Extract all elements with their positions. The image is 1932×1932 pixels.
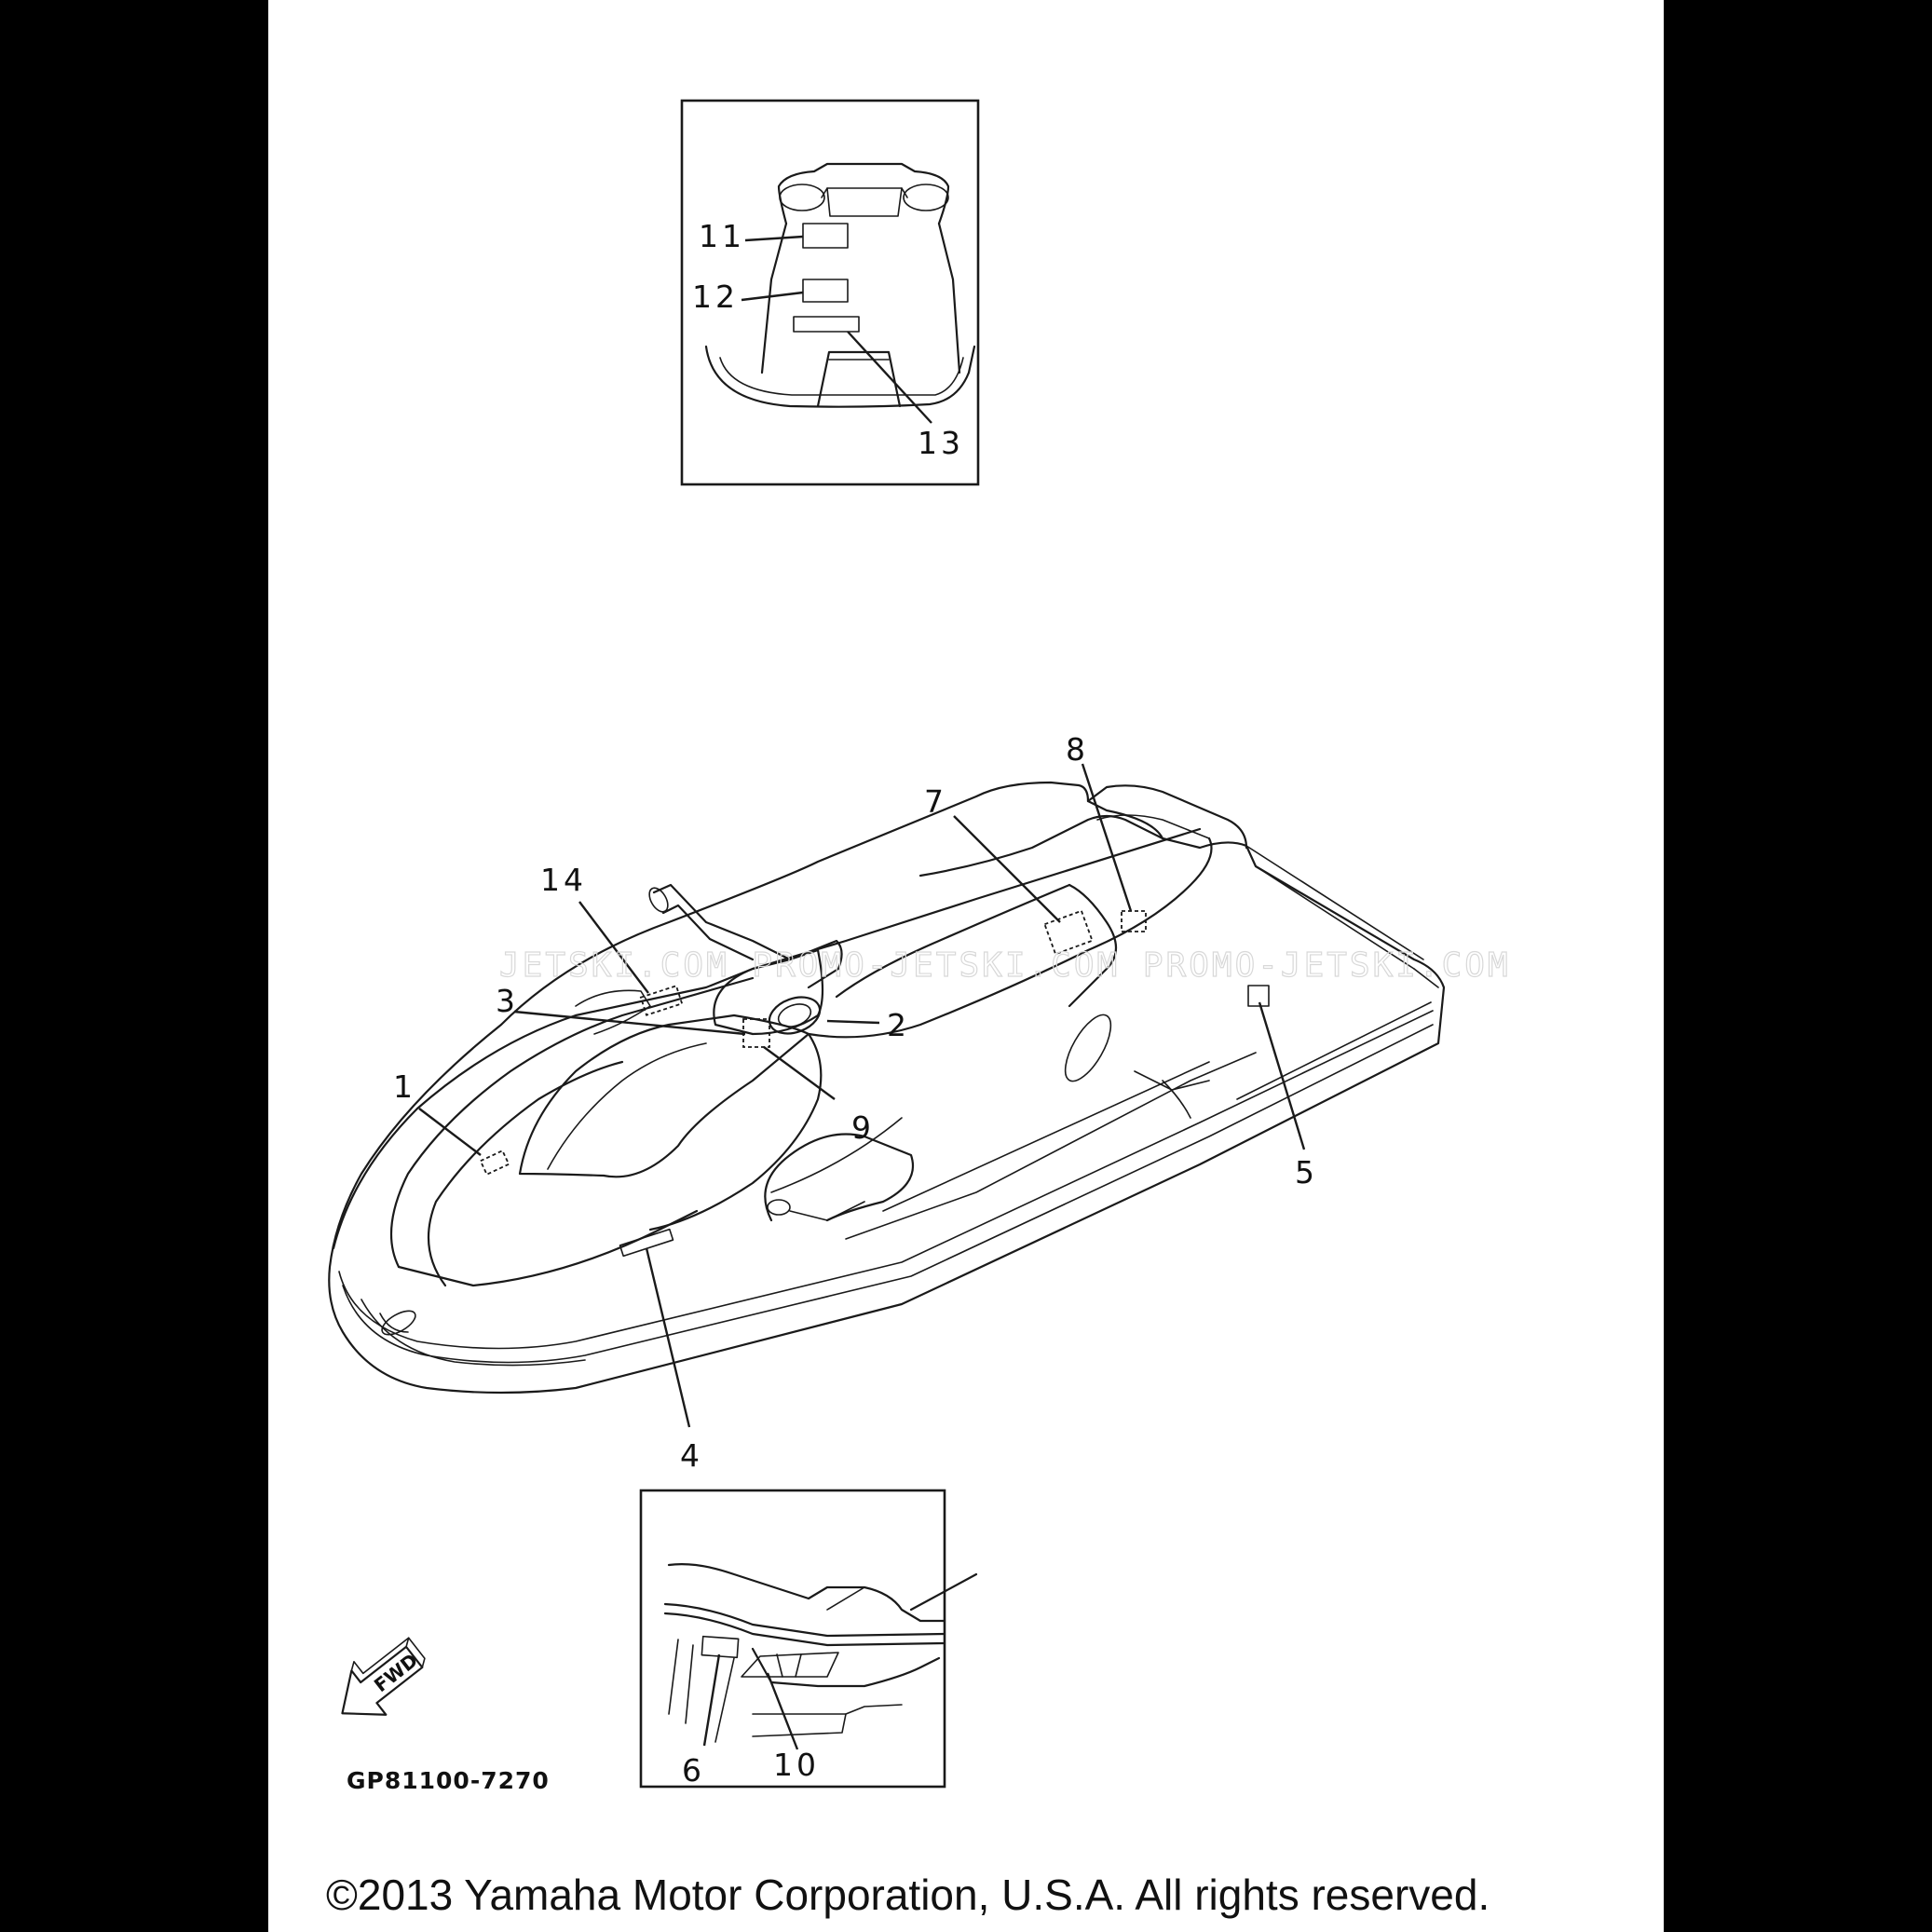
leader-13 [847,331,932,424]
gunwale-line-1 [342,1024,1434,1364]
leader-14 [578,901,649,994]
steering-console [713,948,824,1036]
watercraft-main-view: 1 2 3 4 5 7 8 9 14 JETSKI.COM PROMO-JETS… [328,731,1511,1474]
leader-9 [763,1046,836,1100]
label-1-patch [479,1150,510,1176]
callout-8: 8 [1066,731,1089,768]
stern-deck-line-2 [663,1612,946,1647]
leader-4 [645,1247,691,1428]
rear-stern-inner [719,357,964,396]
handlebar-left [652,883,792,961]
callout-9: 9 [851,1109,875,1146]
label-7-patch [1043,909,1094,956]
leader-11 [744,235,804,242]
leader-3 [513,1010,746,1036]
watermark: JETSKI.COM PROMO-JETSKI.COM PROMO-JETSKI… [499,946,1511,985]
label-5-patch [1247,985,1270,1007]
seat-base [807,837,1213,1039]
inset-rear-view: 11 12 13 [680,99,980,486]
label-13-patch [793,316,860,333]
leader-10 [766,1672,799,1750]
rear-step [816,350,902,408]
label-11-patch [802,223,849,249]
rear-grip-left [779,184,825,211]
hood-side [648,1032,823,1231]
gunwale-line-2 [338,1010,1434,1350]
diagram-sheet: 11 12 13 [268,0,1664,1932]
label-12-patch [802,279,849,303]
bow-panel-inner [427,1060,624,1287]
label-8-patch [1121,910,1147,932]
label-4-patch [619,1228,674,1258]
exploded-diagram: 11 12 13 [326,99,1511,1919]
seat-side [1068,883,1118,1008]
part-number: GP81100-7270 [347,1767,550,1794]
rear-deck-left-edge [760,222,788,374]
handlebar-right [788,939,843,989]
footwell-front [764,1133,915,1222]
seat-top [918,814,1164,878]
leader-8 [1081,763,1133,912]
fuel-cap [768,996,822,1035]
inset-stern-side-view: 6 10 [639,1489,978,1789]
callout-12: 12 [692,279,739,315]
leader-1 [418,1108,482,1156]
bow-eye [381,1310,416,1336]
callout-13: 13 [918,425,964,461]
copyright-notice: ©2013 Yamaha Motor Corporation, U.S.A. A… [326,1871,1490,1919]
mirror-left [575,989,651,1035]
leader-5 [1258,1001,1306,1150]
label-10-patch [741,1652,839,1678]
inset-rear-frame [680,99,980,486]
stern-seat-top [667,1563,946,1623]
rear-deck-right-edge [937,222,961,374]
grip-left [648,887,669,913]
bow-panel-outer [389,976,755,1269]
callout-3: 3 [496,983,519,1019]
forward-direction-indicator: FWD GP81100-7270 [341,1637,550,1794]
stern-hull-line [751,1647,941,1688]
callout-7: 7 [924,783,947,820]
leader-7 [953,815,1061,923]
hull-outline [328,781,1446,1395]
leader-12 [741,291,804,302]
label-14-patch [639,985,684,1016]
callout-14: 14 [540,862,587,898]
callout-10: 10 [773,1747,820,1783]
stern-deck-line-1 [663,1602,946,1638]
leader-2 [826,1019,880,1025]
rear-grip-right [903,184,949,211]
fwd-arrow-icon: FWD [341,1637,426,1716]
callout-11: 11 [699,218,745,254]
inset-stern-frame [639,1489,946,1789]
leader-6 [702,1653,721,1747]
callout-6: 6 [682,1752,705,1789]
callout-1: 1 [393,1068,416,1105]
rear-seat-top [777,162,950,225]
callout-2: 2 [887,1007,910,1043]
callout-5: 5 [1295,1154,1318,1190]
callout-4: 4 [680,1437,703,1474]
footwell-line [845,1052,1257,1240]
rear-stern-outer [704,345,976,408]
side-vent [1064,1014,1112,1082]
seat-front-edge [835,883,1071,999]
rear-seat-hump [1086,784,1248,850]
label-6-patch [701,1635,740,1659]
